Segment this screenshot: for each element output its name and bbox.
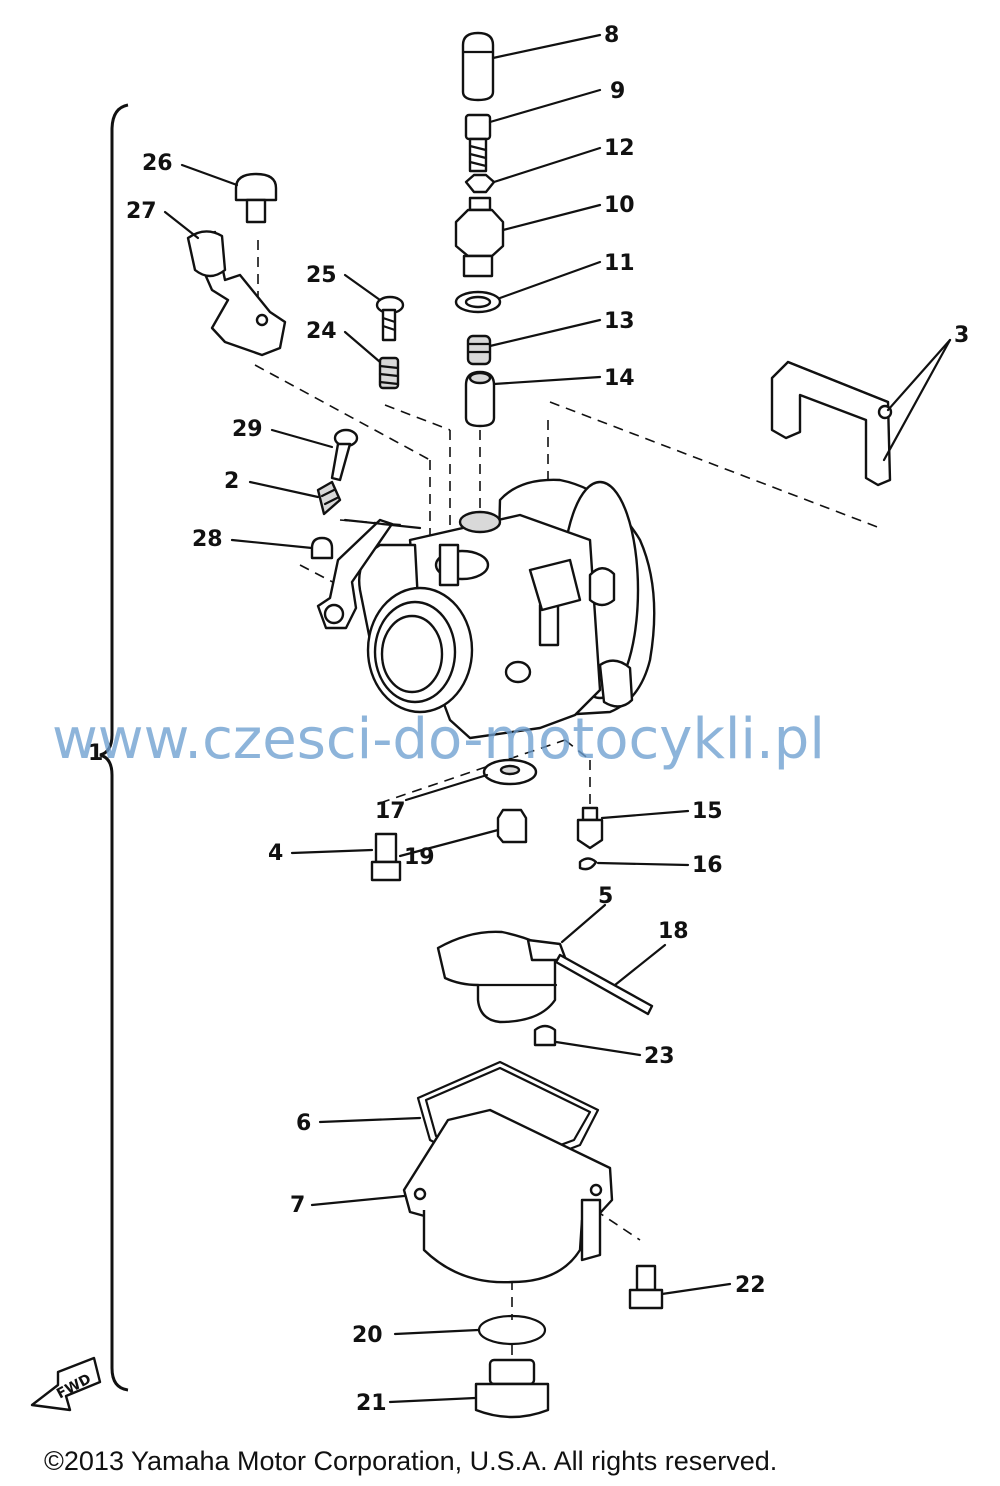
assembly-bracket [99, 103, 129, 1392]
callout-3: 3 [954, 323, 969, 348]
callout-11: 11 [604, 251, 635, 276]
part-28-screw [310, 536, 334, 560]
callout-14: 14 [604, 366, 635, 391]
callout-22: 22 [735, 1273, 766, 1298]
part-16-clip [578, 857, 598, 871]
callout-15: 15 [692, 799, 723, 824]
callout-16: 16 [692, 853, 723, 878]
part-10-mixing-body [454, 196, 505, 278]
callout-9: 9 [610, 79, 625, 104]
part-15-needle-valve [576, 806, 604, 850]
callout-17: 17 [375, 799, 406, 824]
callout-13: 13 [604, 309, 635, 334]
part-3-float-pin-bracket [770, 360, 893, 487]
callout-5: 5 [598, 884, 613, 909]
watermark: www.czesci-do-motocykli.pl [52, 707, 825, 772]
callout-20: 20 [352, 1323, 383, 1348]
callout-19: 19 [404, 845, 435, 870]
callout-7: 7 [290, 1193, 305, 1218]
callout-2: 2 [224, 469, 239, 494]
callout-8: 8 [604, 23, 619, 48]
callout-25: 25 [306, 263, 337, 288]
part-19-jet [496, 808, 528, 844]
part-7-float-bowl [402, 1108, 614, 1284]
part-4-jet [370, 832, 402, 882]
part-18-pin [554, 953, 654, 1016]
part-26-bolt [234, 172, 278, 224]
callout-23: 23 [644, 1044, 675, 1069]
callout-26: 26 [142, 151, 173, 176]
callout-4: 4 [268, 841, 283, 866]
callout-1: 1 [88, 741, 103, 766]
part-5-float [436, 930, 568, 1024]
callout-10: 10 [604, 193, 635, 218]
part-8-cap [461, 31, 495, 102]
part-12-nut [464, 173, 496, 194]
callout-18: 18 [658, 919, 689, 944]
part-11-washer [454, 290, 502, 314]
copyright-notice: ©2013 Yamaha Motor Corporation, U.S.A. A… [44, 1446, 777, 1476]
part-24-spring [378, 356, 400, 390]
part-14-plunger [464, 370, 496, 428]
part-17-washer [482, 758, 538, 786]
part-21-drain-plug [474, 1358, 550, 1419]
leader-lines [163, 33, 952, 1404]
part-20-o-ring [477, 1314, 547, 1346]
callout-21: 21 [356, 1391, 387, 1416]
callout-labels: 8 9 12 10 11 13 14 3 26 27 25 24 29 2 28… [88, 23, 969, 1416]
callout-12: 12 [604, 136, 635, 161]
callout-27: 27 [126, 199, 157, 224]
fwd-arrow: FWD [30, 1356, 102, 1412]
part-23-screw [533, 1024, 557, 1047]
part-2-spring [316, 480, 342, 516]
callout-28: 28 [192, 527, 223, 552]
part-22-bolt [628, 1264, 664, 1310]
part-9-adjuster-screw [464, 113, 492, 173]
part-29-screw [330, 428, 359, 482]
callout-6: 6 [296, 1111, 311, 1136]
callout-29: 29 [232, 417, 263, 442]
callout-24: 24 [306, 319, 337, 344]
part-13-spring [466, 334, 492, 366]
part-27-bracket-plate [186, 230, 287, 357]
carburetor-body [316, 478, 656, 740]
part-25-screw [375, 295, 405, 342]
